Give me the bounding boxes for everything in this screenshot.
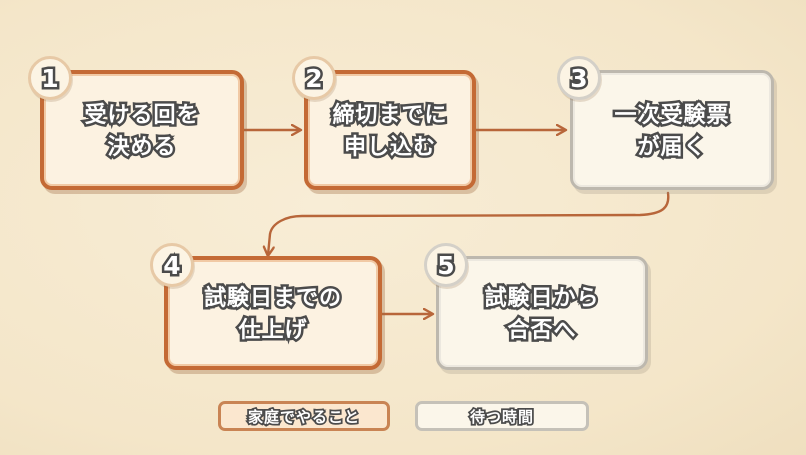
step-3-box: 一次受験票 が届く: [570, 70, 774, 190]
step-5-box: 試験日から 合否へ: [436, 256, 648, 370]
arrow-3-to-4: [268, 191, 670, 255]
step-2-line-2: 申し込む: [341, 133, 437, 163]
step-4-number-badge: 4: [150, 243, 194, 287]
step-3-number-badge: 3: [557, 56, 601, 100]
legend-home-label: 家庭でやること: [246, 406, 361, 428]
step-4-line-1: 試験日までの: [201, 284, 343, 314]
step-5-line-1: 試験日から: [482, 284, 601, 314]
step-2-box: 締切までに 申し込む: [304, 70, 476, 190]
step-5-number-badge: 5: [424, 243, 468, 287]
step-5-line-2: 合否へ: [505, 316, 578, 346]
step-4-label: 試験日までの 仕上げ: [201, 283, 343, 347]
step-1-box: 受ける回を 決める: [40, 70, 244, 190]
step-1-line-1: 受ける回を: [82, 101, 201, 131]
step-3-line-2: が届く: [635, 133, 708, 163]
step-2-number-badge: 2: [292, 56, 336, 100]
step-5-number: 5: [435, 250, 458, 280]
step-4-number: 4: [161, 250, 184, 280]
step-3-number: 3: [568, 63, 591, 93]
step-4-box: 試験日までの 仕上げ: [164, 256, 382, 370]
step-1-label: 受ける回を 決める: [82, 100, 201, 164]
step-4-line-2: 仕上げ: [236, 316, 309, 346]
step-2-number: 2: [303, 63, 326, 93]
step-3-label: 一次受験票 が届く: [612, 100, 731, 164]
step-2-line-1: 締切までに: [330, 101, 449, 131]
step-2-label: 締切までに 申し込む: [330, 100, 449, 164]
legend-home-chip: 家庭でやること: [218, 401, 390, 431]
step-1-number: 1: [39, 63, 62, 93]
legend-wait-label: 待つ時間: [468, 406, 535, 428]
step-1-line-2: 決める: [105, 133, 178, 163]
legend-wait-chip: 待つ時間: [415, 401, 589, 431]
step-1-number-badge: 1: [28, 56, 72, 100]
step-3-line-1: 一次受験票: [612, 101, 731, 131]
step-5-label: 試験日から 合否へ: [482, 283, 601, 347]
